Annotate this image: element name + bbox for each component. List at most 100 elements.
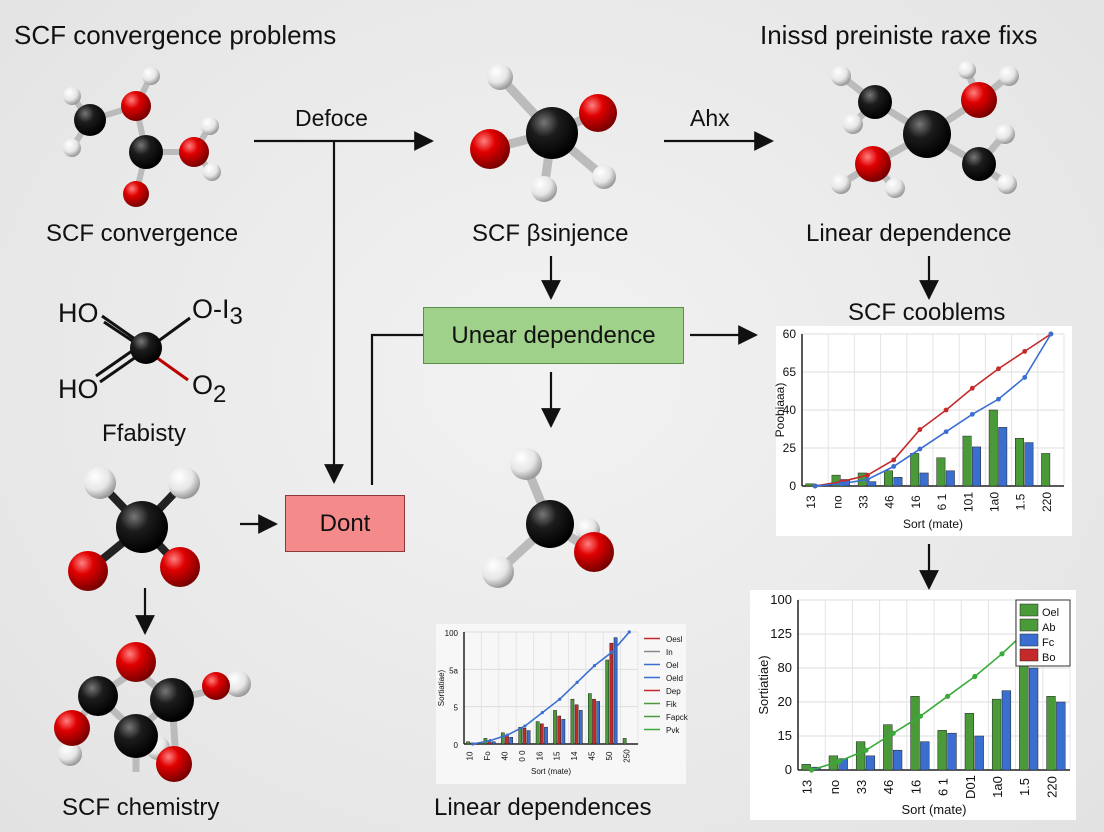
bar [998, 427, 1008, 487]
bar [867, 481, 877, 487]
bar [892, 749, 903, 771]
molecule-linear-dependence [831, 61, 1019, 198]
molecule-center [482, 448, 614, 588]
line-point [627, 630, 631, 634]
bar [553, 710, 557, 745]
y-axis-label: Sortiatiae) [756, 655, 771, 714]
line-point [917, 446, 923, 452]
bar [910, 453, 920, 487]
line-point [999, 651, 1005, 657]
bar [587, 693, 592, 745]
legend-label: Oel [666, 661, 679, 670]
arrow-dont-to-unear [370, 333, 424, 485]
label-fabisty: Ffabisty [102, 420, 187, 447]
x-tick-label: 6 1 [935, 493, 949, 510]
line-point [1048, 331, 1054, 337]
bar [605, 659, 610, 745]
x-tick-label: 40 [501, 751, 510, 760]
arrow-label-defoce: Defoce [295, 105, 368, 131]
bar [609, 642, 614, 745]
line-point [540, 711, 544, 715]
molecule-scf-chemistry [54, 642, 251, 782]
bar [801, 764, 811, 771]
chem-ho-top: HO [58, 298, 99, 328]
left-title: SCF convergence problems [14, 20, 337, 50]
y-tick-label: 100 [445, 629, 459, 638]
bar [884, 470, 893, 487]
bar [936, 457, 946, 487]
bar [1046, 696, 1056, 771]
x-tick-label: 15 [553, 751, 562, 760]
chart-1-panel [776, 326, 1072, 536]
bar [838, 758, 848, 771]
legend-label: Fik [666, 700, 678, 709]
arrow-label-ahx: Ahx [690, 105, 730, 131]
bar [964, 713, 975, 771]
x-tick-label: no [827, 780, 842, 794]
series-line [815, 333, 1052, 487]
bar [920, 741, 930, 771]
right-title: Inissd preiniste raxe fixs [760, 20, 1038, 50]
y-tick-label: 80 [778, 660, 792, 675]
bar [1028, 667, 1039, 771]
legend-label: Fc [1042, 637, 1055, 649]
legend-label: Dep [666, 687, 681, 696]
bar [570, 698, 575, 745]
bar [883, 724, 893, 771]
chem-o-h3: O-I3 [192, 294, 243, 330]
line-point [943, 407, 949, 413]
legend-label: Fapck [666, 713, 689, 722]
bar [945, 470, 955, 487]
bar [518, 726, 523, 745]
y-tick-label: 65 [783, 365, 797, 379]
legend-label: Oel [1042, 607, 1059, 619]
bar [622, 738, 627, 745]
x-tick-label: 250 [622, 749, 631, 763]
bar [1024, 442, 1034, 487]
line-point [972, 673, 978, 680]
legend-label: Bo [1042, 652, 1055, 664]
legend-swatch [1019, 648, 1039, 662]
x-tick-label: 0 0 [518, 750, 527, 762]
x-tick-label: D01 [963, 775, 978, 799]
bar [491, 741, 496, 745]
line-point [891, 464, 897, 469]
x-tick-label: 33 [854, 780, 869, 794]
bar [865, 755, 876, 771]
x-tick-label: 1.5 [1014, 493, 1028, 510]
y-tick-label: 15 [778, 728, 792, 743]
bar [539, 723, 544, 745]
legend-swatch [1019, 633, 1039, 647]
bar [910, 696, 920, 771]
line-point [1022, 375, 1028, 380]
label-scf-cooblems: SCF cooblems [848, 299, 1006, 326]
bar [613, 637, 618, 745]
y-tick-label: 20 [778, 694, 792, 709]
x-axis-label: Sort (mate) [903, 517, 963, 531]
y-tick-label: 40 [783, 403, 797, 417]
bar [592, 698, 596, 745]
chem-ho-bottom: HO [58, 374, 99, 404]
bar [988, 409, 998, 487]
y-axis-label: Sortiatiae) [437, 669, 446, 706]
molecule-scf-sinjence [470, 64, 617, 202]
chem-o2: O2 [192, 370, 227, 408]
x-tick-label: 45 [588, 751, 597, 760]
series-line [814, 333, 1052, 487]
bar [1001, 690, 1012, 771]
bar [578, 710, 583, 745]
line-point [969, 411, 975, 417]
x-axis-label: Sort (mate) [901, 802, 966, 817]
chemical-structure [95, 314, 191, 384]
bar [1015, 437, 1024, 487]
y-tick-label: 0 [454, 741, 459, 750]
line-point [610, 650, 614, 654]
bar [972, 446, 981, 487]
y-tick-label: 0 [789, 479, 796, 493]
bar [574, 704, 579, 745]
line-point [809, 767, 815, 773]
line-point [836, 758, 842, 765]
bar [557, 715, 562, 745]
